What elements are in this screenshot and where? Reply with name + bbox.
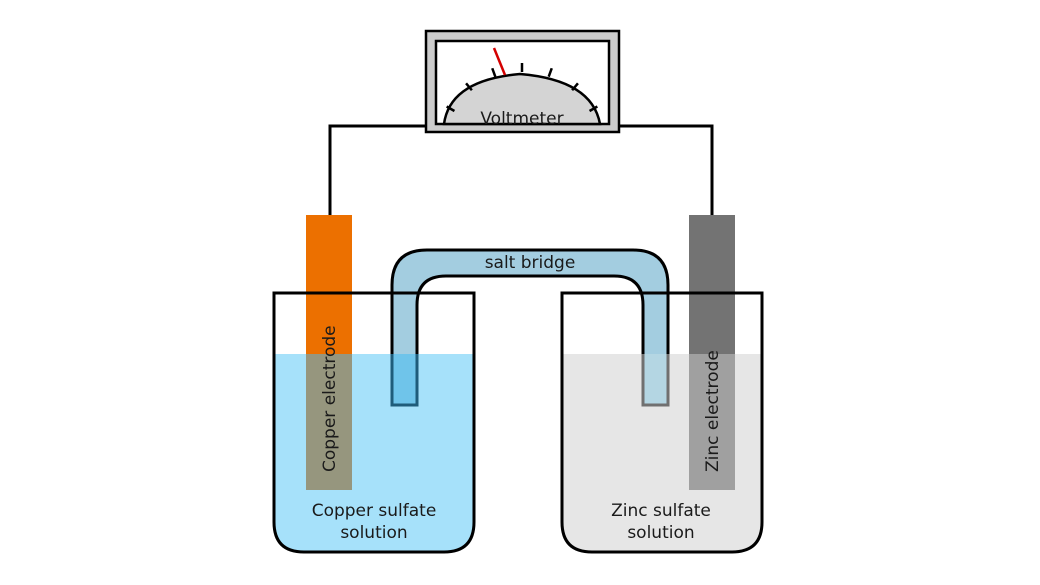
zinc-electrode-submerged <box>689 354 735 490</box>
copper-electrode-above <box>306 215 352 354</box>
left-beaker <box>272 291 476 554</box>
voltmeter-tick <box>491 67 497 78</box>
left-wire <box>328 124 426 215</box>
copper-electrode-submerged <box>306 354 352 490</box>
salt-bridge-left-submerged <box>393 354 416 404</box>
right-wire <box>619 124 714 215</box>
right-beaker <box>560 291 764 554</box>
zinc-electrode-above <box>689 215 735 354</box>
voltmeter-tick <box>571 82 579 92</box>
voltmeter-tick <box>446 105 456 113</box>
copper-solution-label-line2: solution <box>340 523 407 543</box>
voltmeter-ticks <box>446 63 598 113</box>
copper-solution-label-line1: Copper sulfate <box>312 501 437 521</box>
zinc-electrode-label: Zinc electrode <box>703 350 723 472</box>
voltmeter-label: Voltmeter <box>480 109 563 129</box>
voltmeter-tick <box>547 67 553 78</box>
salt-bridge-label: salt bridge <box>485 253 576 273</box>
zinc-solution-label-line1: Zinc sulfate <box>611 501 711 521</box>
voltmeter-tick <box>465 82 473 92</box>
salt-bridge-right-submerged <box>644 354 667 404</box>
voltmeter: Voltmeter <box>424 29 621 134</box>
voltmeter-needle <box>492 47 507 76</box>
voltmeter-dial <box>442 72 602 126</box>
salt-bridge: salt bridge <box>390 248 670 407</box>
voltmeter-tick <box>588 105 598 113</box>
copper-electrode-label: Copper electrode <box>320 325 340 472</box>
zinc-solution-label-line2: solution <box>627 523 694 543</box>
